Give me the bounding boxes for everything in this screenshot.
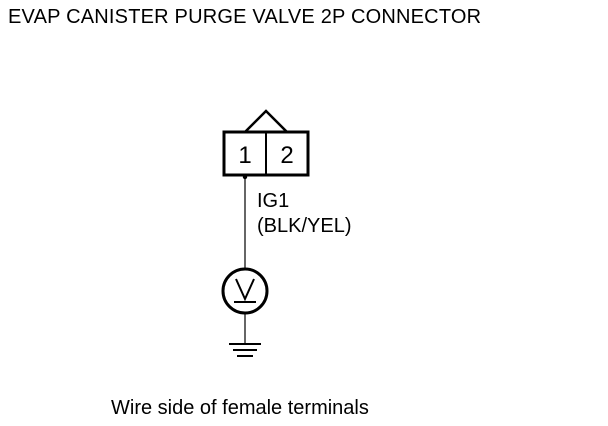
- connector-lock-tab: [244, 109, 288, 133]
- terminal-1-label: 1: [238, 142, 251, 169]
- terminal-2-label: 2: [280, 142, 293, 169]
- wire-color-code: (BLK/YEL): [257, 215, 352, 237]
- wire-label: IG1 (BLK/YEL): [257, 189, 351, 239]
- test-lamp-v-mark: [235, 278, 255, 302]
- terminal-1-probe-dot: [242, 174, 248, 180]
- test-lamp-icon: [221, 267, 269, 315]
- view-caption: Wire side of female terminals: [111, 397, 369, 419]
- diagram-title: EVAP CANISTER PURGE VALVE 2P CONNECTOR: [8, 6, 482, 28]
- ground-icon: [229, 343, 261, 357]
- wire-signal-name: IG1: [257, 190, 290, 212]
